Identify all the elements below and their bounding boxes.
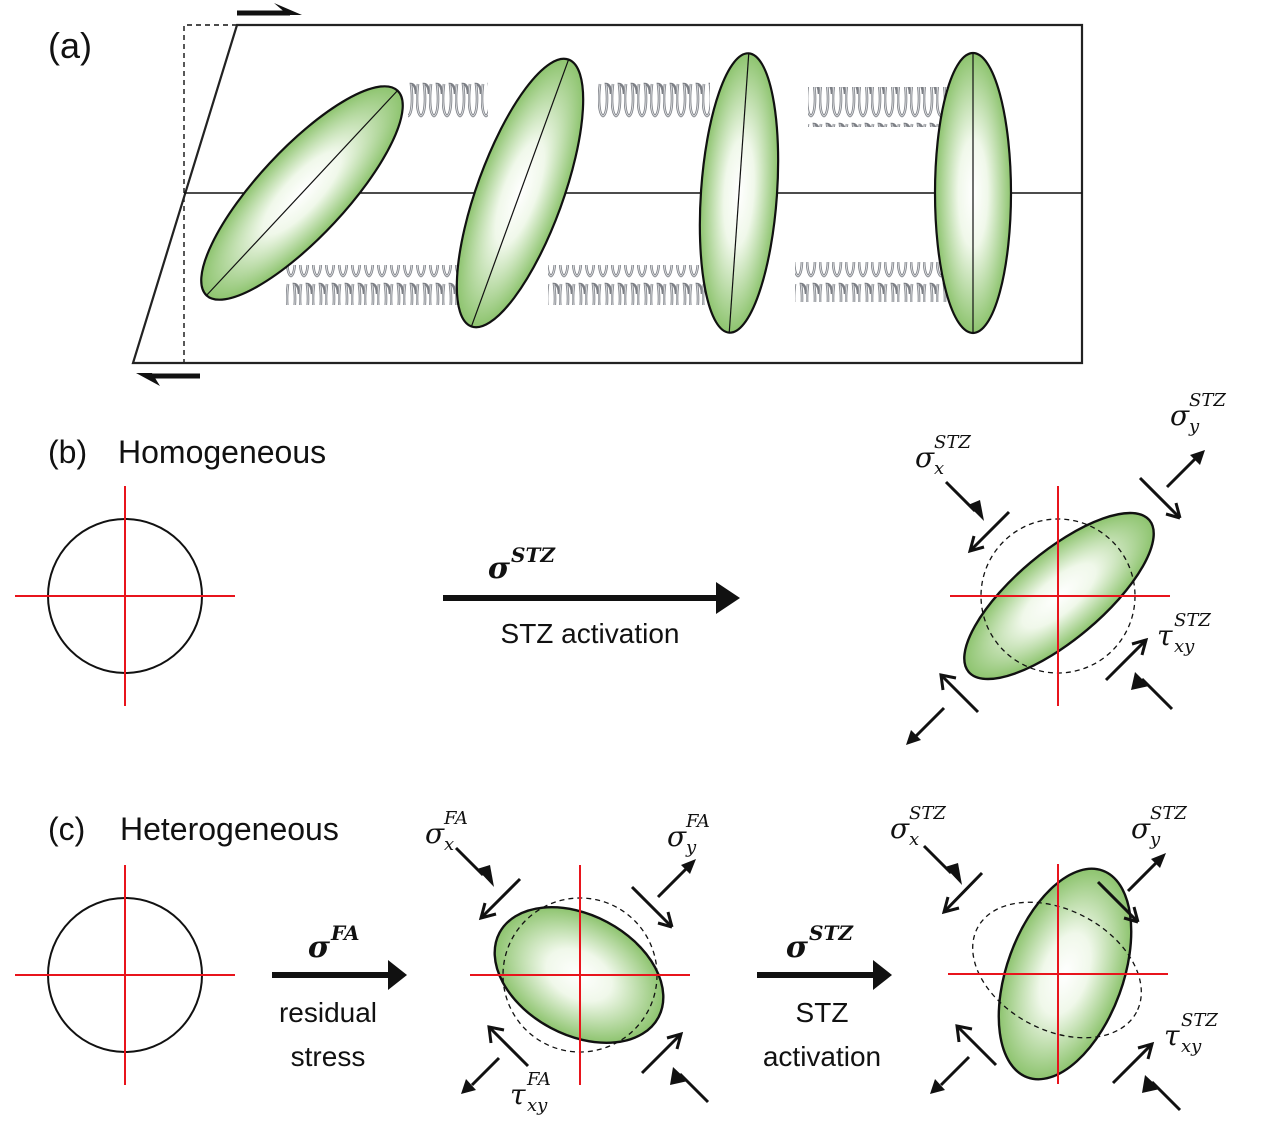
stz-activation-arrow-b: σ STZ STZ activation (443, 543, 740, 649)
panel-c-title: Heterogeneous (120, 811, 339, 847)
arrow2-caption-2: activation (763, 1041, 881, 1072)
arrow1-symbol: σ (308, 930, 331, 965)
shear-arrow-top (237, 3, 302, 16)
arrow2-caption-1: STZ (796, 997, 849, 1028)
svg-text:STZ: STZ (934, 432, 971, 453)
svg-text:σ: σ (890, 812, 910, 845)
panel-b-title: Homogeneous (118, 434, 326, 470)
svg-text:σ: σ (1131, 812, 1151, 845)
stz-ellipse-3 (698, 52, 780, 334)
sigma-x-label-stz-c: σ x STZ (890, 803, 946, 850)
svg-text:y: y (1149, 829, 1161, 850)
shear-arrow-bottom (136, 373, 200, 386)
svg-text:STZ: STZ (1150, 803, 1187, 824)
svg-text:σ: σ (667, 820, 687, 853)
svg-text:x: x (909, 829, 919, 850)
spring (548, 265, 710, 305)
panel-b: (b) Homogeneous σ STZ STZ activation (15, 390, 1226, 745)
residual-stress-arrow: σ FA residual stress (272, 921, 407, 1072)
svg-text:xy: xy (1174, 636, 1195, 657)
spring (408, 82, 488, 122)
stress-arrows-b (906, 450, 1205, 745)
stress-arrows-fa (454, 846, 710, 1104)
svg-text:τ: τ (1157, 619, 1173, 652)
svg-text:σ: σ (425, 817, 445, 850)
sigma-y-label-stz-c: σ y STZ (1131, 803, 1187, 850)
sigma-x-label-fa: σ x FA (425, 808, 468, 855)
panel-a: (a) (48, 3, 1084, 386)
svg-text:STZ: STZ (1174, 610, 1211, 631)
svg-text:STZ: STZ (909, 803, 946, 824)
svg-text:x: x (934, 458, 944, 479)
stz-ellipse-4 (933, 51, 1013, 335)
tau-xy-label-fa: τ xy FA (510, 1069, 551, 1116)
panel-a-label: (a) (48, 25, 92, 66)
svg-text:y: y (685, 837, 697, 858)
svg-text:τ: τ (1164, 1019, 1180, 1052)
sigma-y-label-b: σ y STZ (1170, 390, 1226, 437)
stz-activation-arrow-c: σ STZ STZ activation (757, 921, 892, 1072)
arrow1-caption-1: residual (279, 997, 377, 1028)
svg-text:STZ: STZ (1189, 390, 1226, 411)
spring (808, 87, 948, 127)
initial-circle-c (15, 865, 235, 1085)
sigma-x-label-b: σ x STZ (915, 432, 971, 479)
svg-text:FA: FA (443, 808, 468, 829)
svg-text:xy: xy (527, 1095, 548, 1116)
panel-c-label: (c) (48, 811, 85, 847)
svg-text:STZ: STZ (1181, 1010, 1218, 1031)
svg-text:xy: xy (1181, 1036, 1202, 1057)
svg-text:y: y (1188, 416, 1200, 437)
arrow-symbol: σ (488, 551, 511, 586)
stz-ellipse-1 (200, 85, 404, 301)
spring (795, 262, 955, 302)
svg-text:σ: σ (1170, 399, 1190, 432)
arrow1-caption-2: stress (291, 1041, 366, 1072)
svg-text:x: x (444, 834, 454, 855)
panel-b-label: (b) (48, 434, 87, 470)
arrow-superscript: STZ (511, 543, 556, 567)
sigma-y-label-fa: σ y FA (667, 811, 710, 858)
arrow2-symbol: σ (786, 930, 809, 965)
tau-xy-label-b: τ xy STZ (1157, 610, 1211, 657)
panel-c: (c) Heterogeneous σ FA residual stress (15, 803, 1218, 1116)
svg-text:FA: FA (526, 1069, 551, 1090)
activated-ellipse-b (950, 486, 1170, 706)
svg-text:σ: σ (915, 441, 935, 474)
stz-ellipse-2 (455, 57, 585, 329)
residual-stress-ellipse (470, 865, 690, 1085)
initial-circle-b (15, 486, 235, 706)
spring (598, 82, 710, 122)
svg-text:τ: τ (510, 1078, 526, 1111)
stress-arrows-stz-c (922, 844, 1182, 1112)
sheared-box (131, 23, 1084, 365)
arrow-caption: STZ activation (501, 618, 680, 649)
arrow2-superscript: STZ (809, 921, 854, 945)
spring (286, 265, 458, 305)
svg-text:FA: FA (685, 811, 710, 832)
undeformed-outline (183, 24, 237, 363)
tau-xy-label-stz-c: τ xy STZ (1164, 1010, 1218, 1057)
arrow1-superscript: FA (330, 921, 360, 945)
